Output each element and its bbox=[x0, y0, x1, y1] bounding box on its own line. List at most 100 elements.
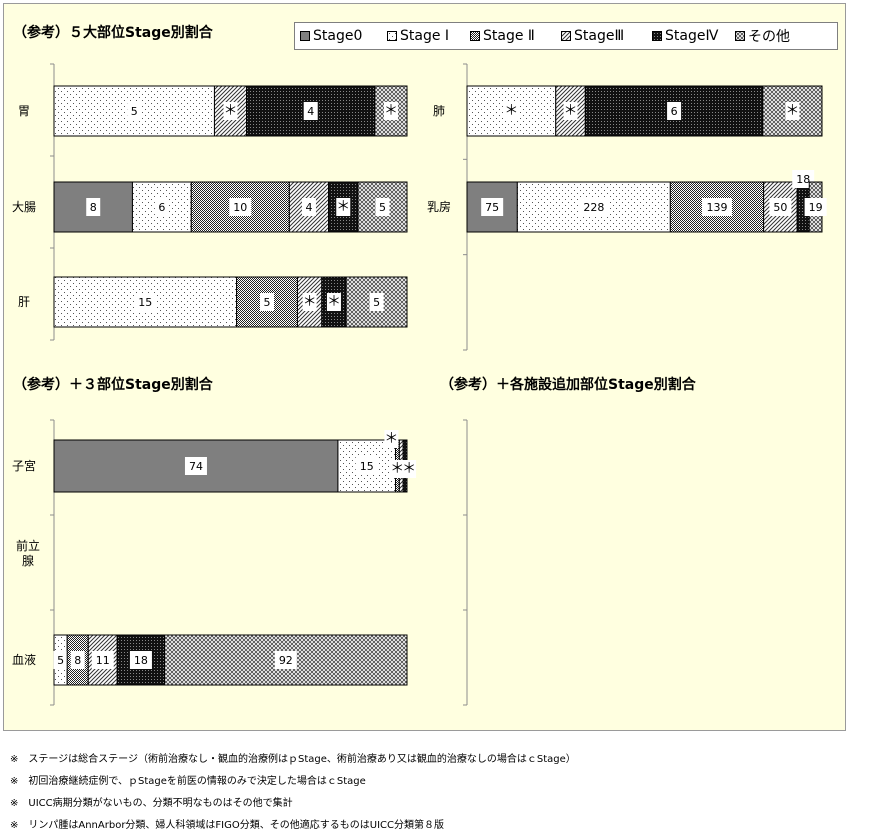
legend-item-5: その他 bbox=[735, 26, 790, 46]
category-label: 胃 bbox=[17, 104, 30, 118]
data-label-bg bbox=[91, 651, 114, 669]
data-label: 74 bbox=[189, 460, 203, 473]
data-label: 18 bbox=[134, 654, 148, 667]
data-label: 10 bbox=[233, 201, 247, 214]
data-label-bg bbox=[667, 102, 682, 120]
legend-swatch bbox=[652, 31, 662, 41]
data-label-bg bbox=[154, 198, 169, 216]
data-label-bg bbox=[274, 651, 297, 669]
data-label: 5 bbox=[379, 201, 386, 214]
data-label: ＊ bbox=[384, 103, 398, 119]
data-label: 50 bbox=[773, 201, 787, 214]
data-label-bg bbox=[302, 293, 317, 311]
data-label: 6 bbox=[671, 105, 678, 118]
data-label-bg bbox=[504, 102, 519, 120]
data-label-bg bbox=[369, 293, 384, 311]
data-label-bg bbox=[127, 102, 142, 120]
data-label: ＊ bbox=[390, 461, 404, 477]
data-label-bg bbox=[402, 460, 417, 478]
data-label: 5 bbox=[264, 296, 271, 309]
legend-swatch bbox=[561, 31, 571, 41]
data-label-bg bbox=[390, 460, 405, 478]
data-label: ＊ bbox=[224, 103, 238, 119]
data-label: 8 bbox=[74, 654, 81, 667]
data-label-bg bbox=[223, 102, 238, 120]
data-label-bg bbox=[769, 198, 792, 216]
footnote-3: ※ UICC病期分類がないもの、分類不明なものはその他で集計 bbox=[10, 798, 293, 809]
category-label: 肝 bbox=[17, 295, 30, 309]
data-label: 5 bbox=[57, 654, 64, 667]
data-label-bg bbox=[303, 102, 318, 120]
data-label: 139 bbox=[706, 201, 727, 214]
data-label: 15 bbox=[138, 296, 152, 309]
legend-label: Stage0 bbox=[313, 28, 363, 44]
data-label-bg bbox=[785, 102, 800, 120]
legend-label: Stage Ⅱ bbox=[483, 28, 535, 44]
data-label-bg bbox=[336, 198, 351, 216]
data-label: 4 bbox=[305, 201, 312, 214]
data-label-bg bbox=[260, 293, 275, 311]
section-title-5-major: （参考）５大部位Stage別割合 bbox=[13, 25, 213, 41]
data-label: 4 bbox=[307, 105, 314, 118]
data-label-bg bbox=[804, 198, 827, 216]
data-label-bg bbox=[229, 198, 252, 216]
data-label-bg bbox=[383, 102, 398, 120]
data-label-bg bbox=[53, 651, 68, 669]
data-label: 5 bbox=[373, 296, 380, 309]
data-label: 19 bbox=[809, 201, 823, 214]
data-label: ＊ bbox=[402, 461, 416, 477]
data-label-bg bbox=[86, 198, 101, 216]
data-label: ＊ bbox=[384, 431, 398, 447]
data-label: ＊ bbox=[785, 103, 799, 119]
data-label: 75 bbox=[485, 201, 499, 214]
data-label-bg bbox=[481, 198, 504, 216]
bar-segment bbox=[466, 85, 557, 137]
data-label-bg bbox=[184, 457, 207, 475]
category-label: 前立腺 bbox=[15, 539, 40, 568]
footnote-2: ※ 初回治療継続症例で、ｐStageを前医の情報のみで決定した場合はｃStage bbox=[10, 776, 366, 787]
data-label-bg bbox=[326, 293, 341, 311]
data-label-bg bbox=[384, 430, 399, 448]
legend-item-0: Stage0 bbox=[300, 26, 362, 46]
category-label: 乳房 bbox=[426, 200, 451, 214]
legend-label: StageⅢ bbox=[574, 28, 625, 44]
section-title-facility-sites: （参考）＋各施設追加部位Stage別割合 bbox=[440, 377, 696, 393]
legend-swatch bbox=[735, 31, 745, 41]
data-label: 92 bbox=[279, 654, 293, 667]
section-title-3-sites: （参考）＋３部位Stage別割合 bbox=[13, 377, 213, 393]
chart-legend: Stage0 Stage Ⅰ Stage Ⅱ StageⅢ StageⅣ その他 bbox=[294, 22, 838, 50]
data-label-bg bbox=[134, 293, 157, 311]
data-label: 5 bbox=[131, 105, 138, 118]
legend-item-4: StageⅣ bbox=[652, 26, 718, 46]
legend-swatch bbox=[470, 31, 480, 41]
data-label-bg bbox=[792, 170, 815, 188]
data-label: 228 bbox=[583, 201, 604, 214]
data-label: ＊ bbox=[504, 103, 518, 119]
data-label: 11 bbox=[96, 654, 110, 667]
data-label: 8 bbox=[90, 201, 97, 214]
data-label-bg bbox=[70, 651, 85, 669]
data-label-bg bbox=[355, 457, 378, 475]
legend-swatch bbox=[300, 31, 310, 41]
category-label: 大腸 bbox=[11, 200, 36, 214]
legend-label: Stage Ⅰ bbox=[400, 28, 450, 44]
footnote-4: ※ リンパ腫はAnnArbor分類、婦人科領域はFIGO分類、その他適応するもの… bbox=[10, 820, 444, 831]
data-label: ＊ bbox=[327, 294, 341, 310]
legend-label: その他 bbox=[748, 29, 790, 45]
data-label-bg bbox=[301, 198, 316, 216]
data-label: ＊ bbox=[303, 294, 317, 310]
category-label: 子宮 bbox=[11, 459, 36, 473]
data-label: 18 bbox=[796, 173, 810, 186]
legend-item-3: StageⅢ bbox=[561, 26, 624, 46]
data-label-bg bbox=[701, 198, 732, 216]
data-label: ＊ bbox=[336, 199, 350, 215]
data-label: ＊ bbox=[564, 103, 578, 119]
legend-label: StageⅣ bbox=[665, 28, 719, 44]
footnote-1: ※ ステージは総合ステージ（術前治療なし・観血的治療例はｐStage、術前治療あ… bbox=[10, 754, 576, 765]
category-label: 血液 bbox=[11, 653, 36, 667]
legend-swatch bbox=[387, 31, 397, 41]
category-label: 肺 bbox=[432, 104, 445, 118]
legend-item-2: Stage Ⅱ bbox=[470, 26, 535, 46]
data-label-bg bbox=[578, 198, 609, 216]
